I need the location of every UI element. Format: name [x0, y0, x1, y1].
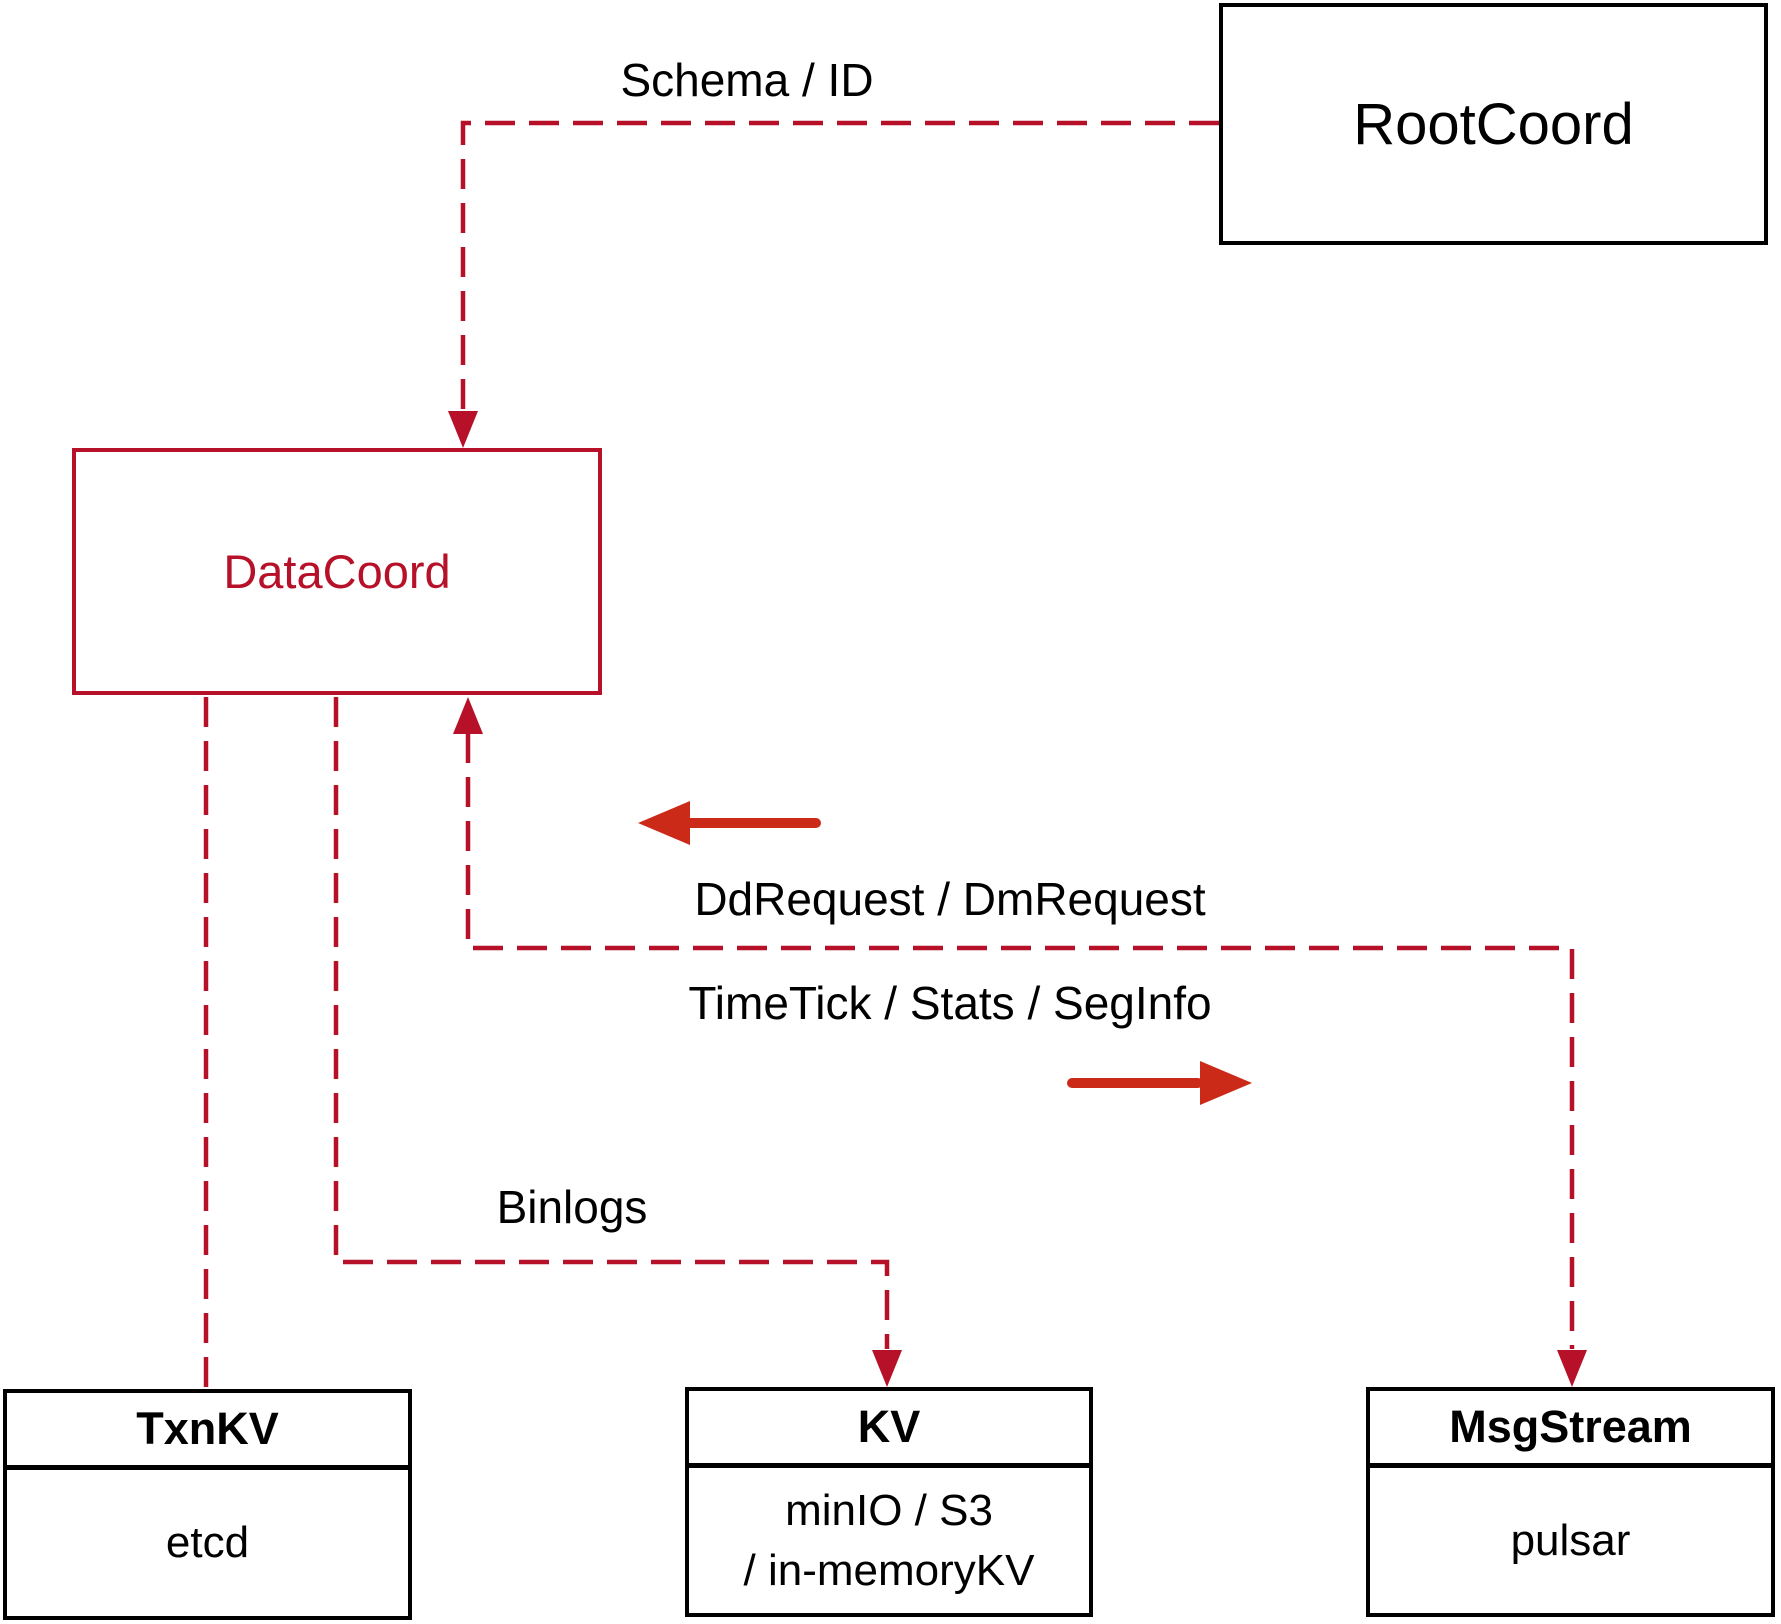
edge-schema-id-line	[460, 120, 1219, 410]
node-msgstream: MsgStream pulsar	[1366, 1387, 1775, 1617]
node-datacoord: DataCoord	[72, 448, 602, 695]
edge-label-binlogs: Binlogs	[496, 1181, 648, 1233]
edge-binlogs-line	[333, 697, 890, 1349]
datacoord-label: DataCoord	[223, 545, 451, 598]
arrowhead-into-datacoord-bottom	[453, 697, 483, 734]
txnkv-body: etcd	[165, 1518, 250, 1567]
arrowhead-into-msgstream-top	[1557, 1350, 1587, 1387]
txnkv-title: TxnKV	[7, 1393, 408, 1470]
msgstream-title: MsgStream	[1370, 1391, 1771, 1468]
arrowhead-into-kv-top	[872, 1350, 902, 1387]
right-direction-arrow-head	[1200, 1061, 1252, 1105]
kv-body-line1: minIO / S3	[785, 1485, 993, 1535]
node-kv: KV minIO / S3 / in-memoryKV	[685, 1387, 1093, 1617]
rootcoord-label: RootCoord	[1353, 91, 1634, 157]
left-direction-arrow-head	[638, 801, 690, 845]
kv-body-line2: / in-memoryKV	[743, 1545, 1035, 1595]
edge-datacoord-msgstream-line	[465, 733, 1575, 1349]
arrowhead-into-datacoord-top	[448, 411, 478, 448]
msgstream-body: pulsar	[1510, 1515, 1631, 1565]
edge-label-ddrequest-dmrequest: DdRequest / DmRequest	[694, 873, 1206, 925]
edge-label-schema-id: Schema / ID	[620, 54, 874, 106]
edge-label-timetick-stats-seginfo: TimeTick / Stats / SegInfo	[688, 977, 1212, 1029]
node-rootcoord: RootCoord	[1219, 3, 1768, 245]
kv-title: KV	[689, 1391, 1089, 1468]
node-txnkv: TxnKV etcd	[3, 1389, 412, 1620]
